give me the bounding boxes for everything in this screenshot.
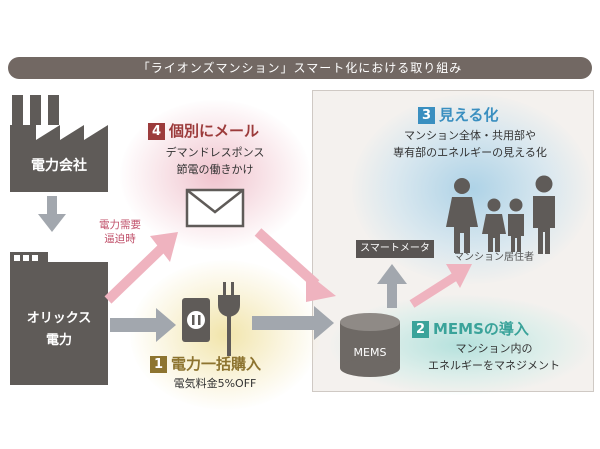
- step1-title: 電力一括購入: [171, 355, 262, 373]
- residents-label: マンション居住者: [454, 252, 534, 263]
- step3-desc: マンション全体・共用部や 専有部のエネルギーの見える化: [360, 127, 580, 161]
- header-banner: 「ライオンズマンション」スマート化における取り組み: [8, 57, 592, 79]
- down-arrow: [38, 196, 66, 232]
- step2-title: MEMSの導入: [433, 320, 529, 338]
- plug-icon: [218, 282, 240, 356]
- envelope-icon: [185, 188, 245, 228]
- arrow-mems-to-residents: [409, 264, 472, 308]
- step3-desc-line1: マンション全体・共用部や: [404, 129, 536, 142]
- orix-label-line1: オリックス: [26, 311, 92, 326]
- step4-desc-line1: デマンドレスポンス: [165, 146, 265, 159]
- family-icon: [446, 175, 555, 254]
- step4-desc-line2: 節電の働きかけ: [176, 163, 254, 176]
- arrow-to-mail: [104, 232, 178, 304]
- step2-desc: マンション内の エネルギーをマネジメント: [404, 340, 584, 374]
- step1-desc: 電気料金5%OFF: [173, 377, 257, 390]
- building-icon: [10, 252, 108, 385]
- step1-number: 1: [150, 356, 167, 373]
- step4-desc: デマンドレスポンス 節電の働きかけ: [140, 144, 290, 178]
- demand-note-line2: 逼迫時: [104, 233, 136, 245]
- database-icon: [340, 313, 400, 377]
- step3-title: 見える化: [439, 106, 499, 124]
- demand-note-line1: 電力需要: [99, 219, 141, 231]
- step4-title: 個別にメール: [169, 122, 260, 140]
- arrow-mems-to-meter: [377, 264, 407, 308]
- arrow-to-outlet: [110, 308, 176, 342]
- arrow-mail-to-mems: [254, 228, 336, 302]
- step2-desc-line2: エネルギーをマネジメント: [428, 359, 560, 372]
- demand-note: 電力需要 逼迫時: [90, 218, 150, 246]
- orix-label-line2: 電力: [45, 333, 72, 348]
- power-company-label: 電力会社: [31, 158, 87, 174]
- orix-label: オリックス 電力: [10, 308, 108, 352]
- step2-number: 2: [412, 321, 429, 338]
- step3-number: 3: [418, 107, 435, 124]
- smart-meter-box: スマートメータ: [356, 240, 434, 258]
- arrow-outlet-to-mems: [252, 306, 334, 340]
- step2-desc-line1: マンション内の: [455, 342, 533, 355]
- mems-label: MEMS: [353, 346, 387, 359]
- step3-desc-line2: 専有部のエネルギーの見える化: [393, 146, 547, 159]
- step4-number: 4: [148, 123, 165, 140]
- factory-icon: [10, 95, 108, 192]
- outlet-icon: [182, 298, 210, 342]
